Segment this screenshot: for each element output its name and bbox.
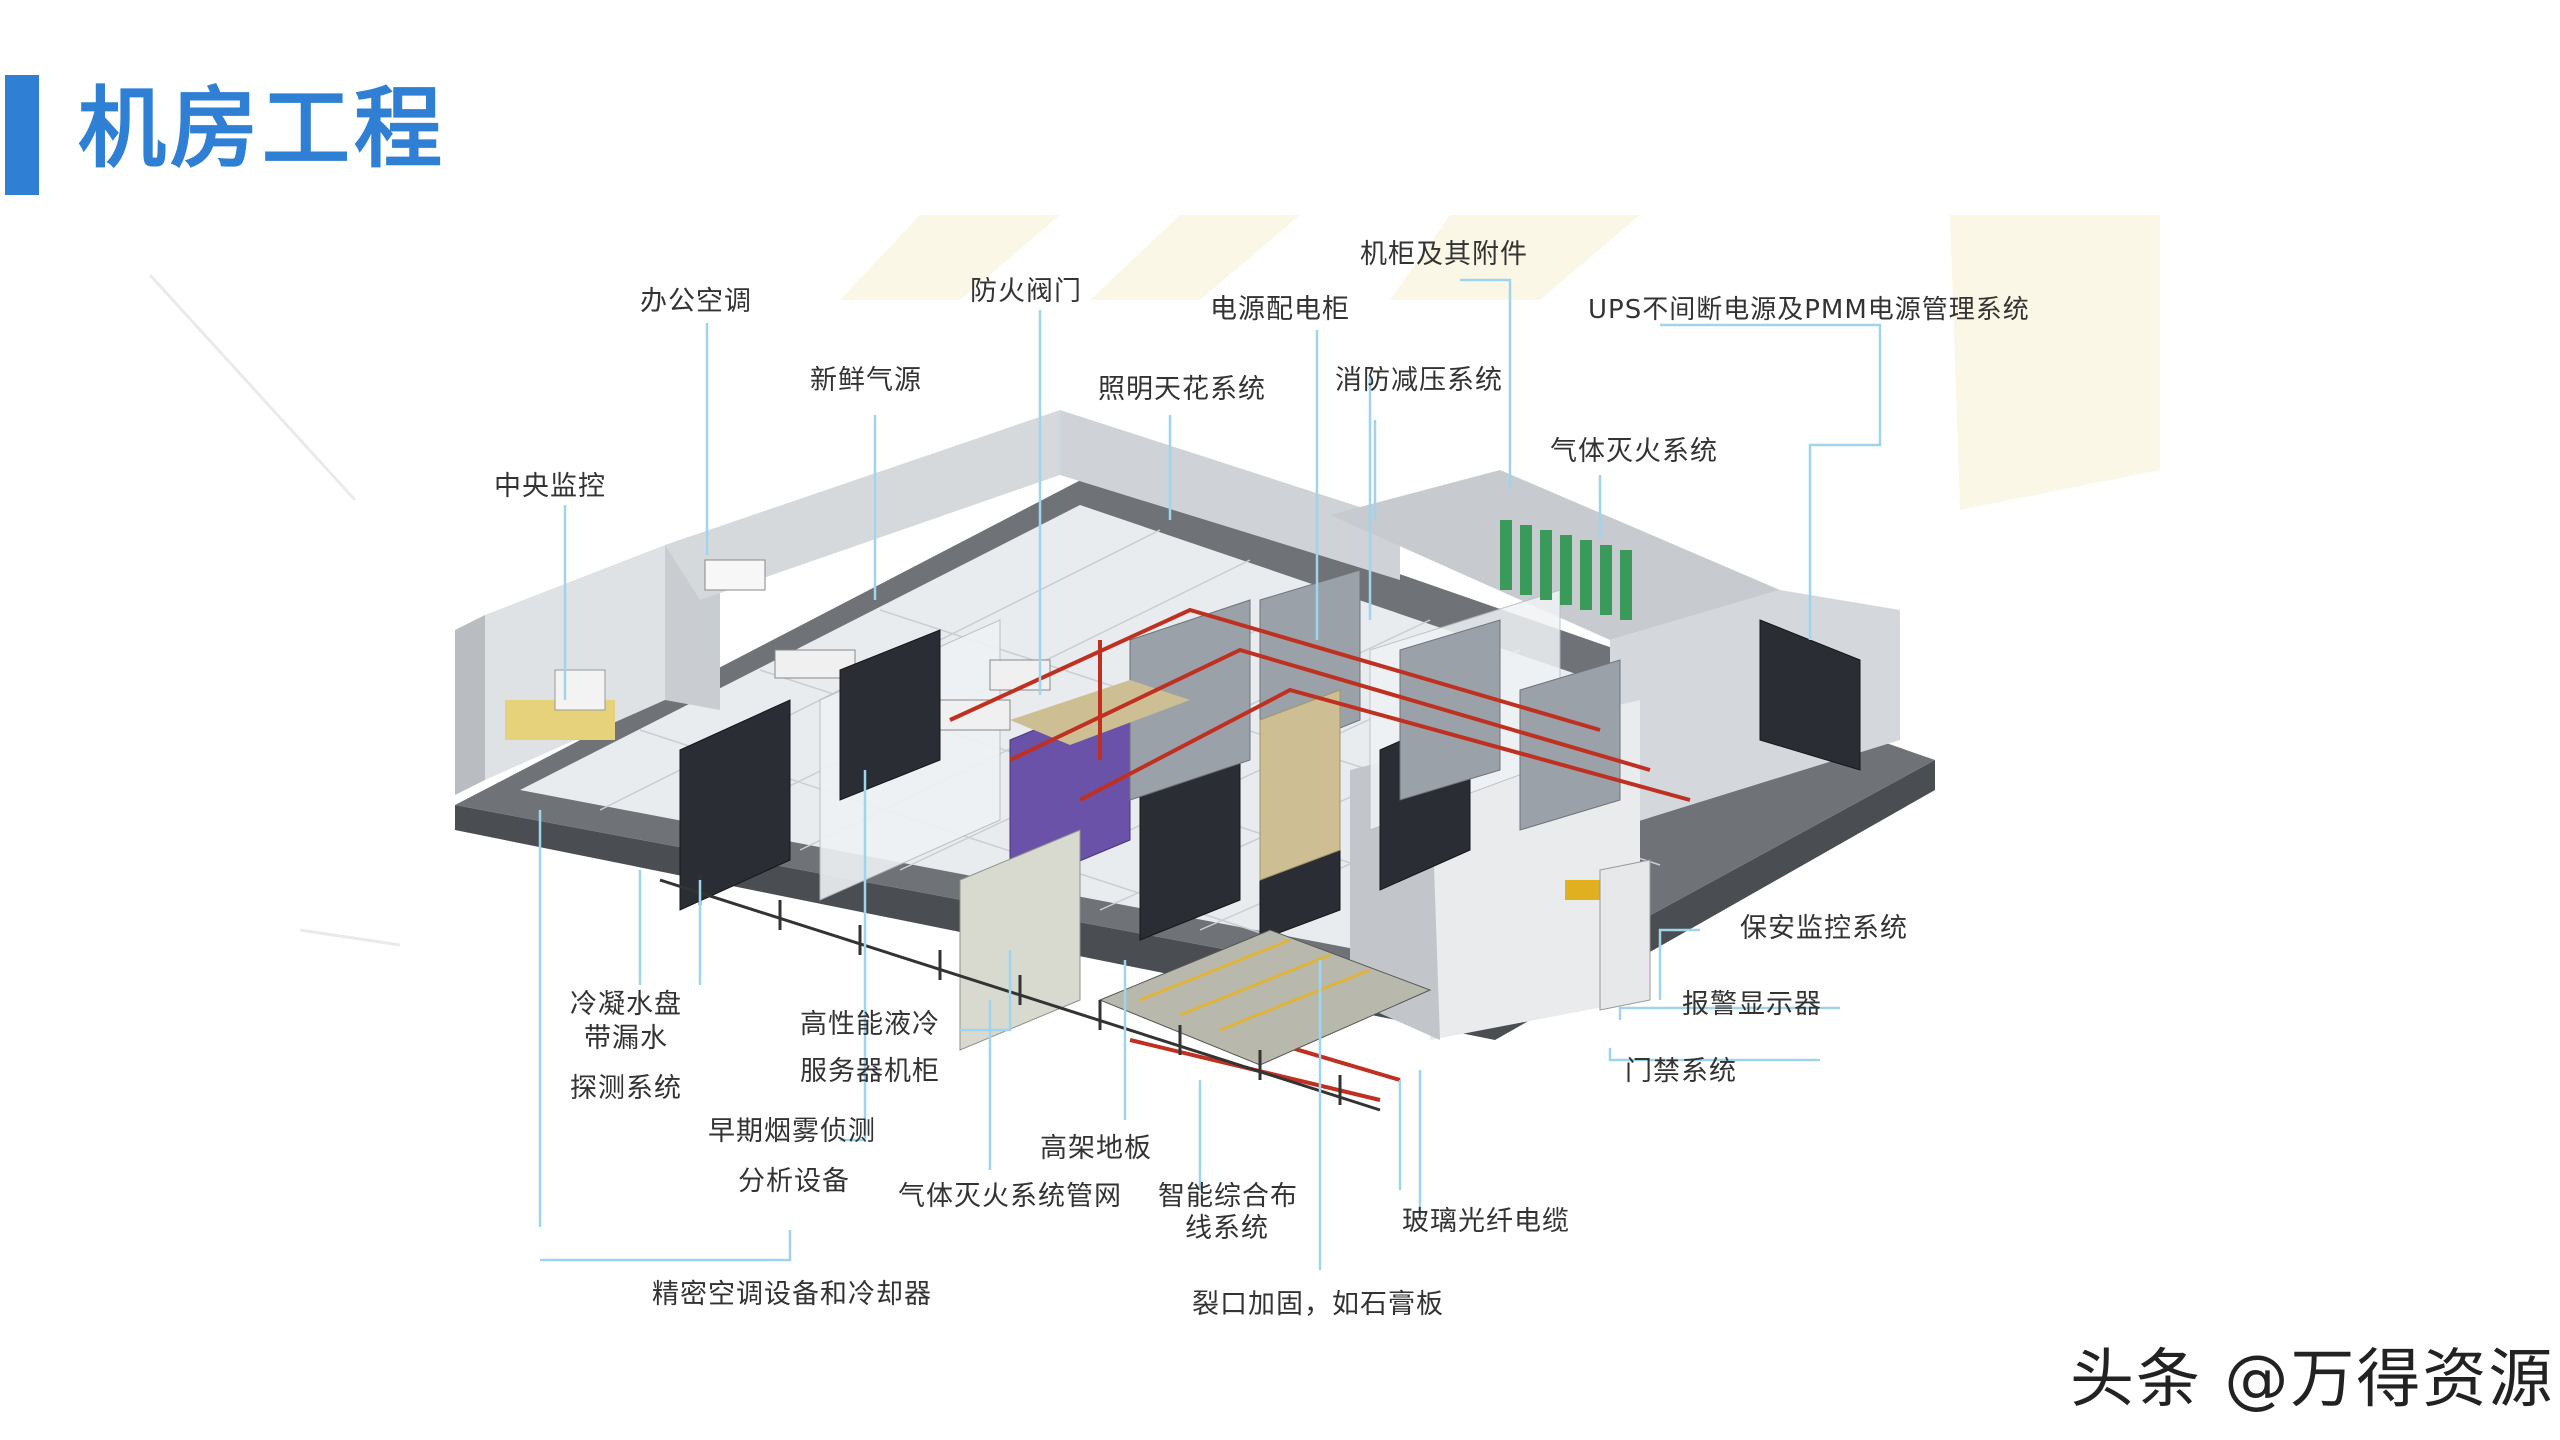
label-fire-decompression: 消防减压系统 <box>1335 365 1503 396</box>
label-gas-fire-system: 气体灭火系统 <box>1550 436 1718 467</box>
label-condensate-3: 探测系统 <box>570 1073 682 1104</box>
watermark: 头条 @万得资源 <box>2070 1343 2555 1417</box>
label-smoke-detect-2: 分析设备 <box>738 1166 850 1197</box>
label-power-cabinet: 电源配电柜 <box>1210 294 1350 325</box>
label-access-control: 门禁系统 <box>1625 1056 1737 1087</box>
label-ups: UPS不间断电源及PMM电源管理系统 <box>1588 295 2030 325</box>
label-gas-fire-pipe: 气体灭火系统管网 <box>898 1181 1122 1212</box>
building-model <box>455 410 1935 1112</box>
label-cabling-2: 线系统 <box>1185 1213 1269 1244</box>
label-crack-reinforce: 裂口加固，如石膏板 <box>1192 1289 1444 1320</box>
label-hp-liquid-cooling: 高性能液冷 <box>800 1009 940 1040</box>
title-accent-bar <box>5 75 39 195</box>
leader-lines <box>538 278 1882 1270</box>
label-precision-ac: 精密空调设备和冷却器 <box>652 1279 932 1310</box>
page-title: 机房工程 <box>78 77 447 180</box>
label-server-cabinet: 服务器机柜 <box>800 1056 940 1087</box>
label-smoke-detect-1: 早期烟雾侦测 <box>708 1116 876 1147</box>
label-security-monitor: 保安监控系统 <box>1740 913 1908 944</box>
label-fiber-cable: 玻璃光纤电缆 <box>1402 1206 1570 1237</box>
label-condensate-2: 带漏水 <box>584 1023 668 1054</box>
label-fresh-air: 新鲜气源 <box>810 365 922 396</box>
label-fire-damper: 防火阀门 <box>970 276 1082 307</box>
label-cabinet-accessories: 机柜及其附件 <box>1360 239 1528 270</box>
label-condensate-1: 冷凝水盘 <box>570 989 682 1020</box>
background-decoration <box>148 215 2160 947</box>
label-central-monitor: 中央监控 <box>494 471 606 502</box>
label-cabling-1: 智能综合布 <box>1158 1181 1298 1212</box>
label-lighting-ceiling: 照明天花系统 <box>1098 374 1266 405</box>
label-alarm-display: 报警显示器 <box>1682 989 1822 1020</box>
label-raised-floor: 高架地板 <box>1040 1133 1152 1164</box>
label-office-ac: 办公空调 <box>640 286 752 317</box>
